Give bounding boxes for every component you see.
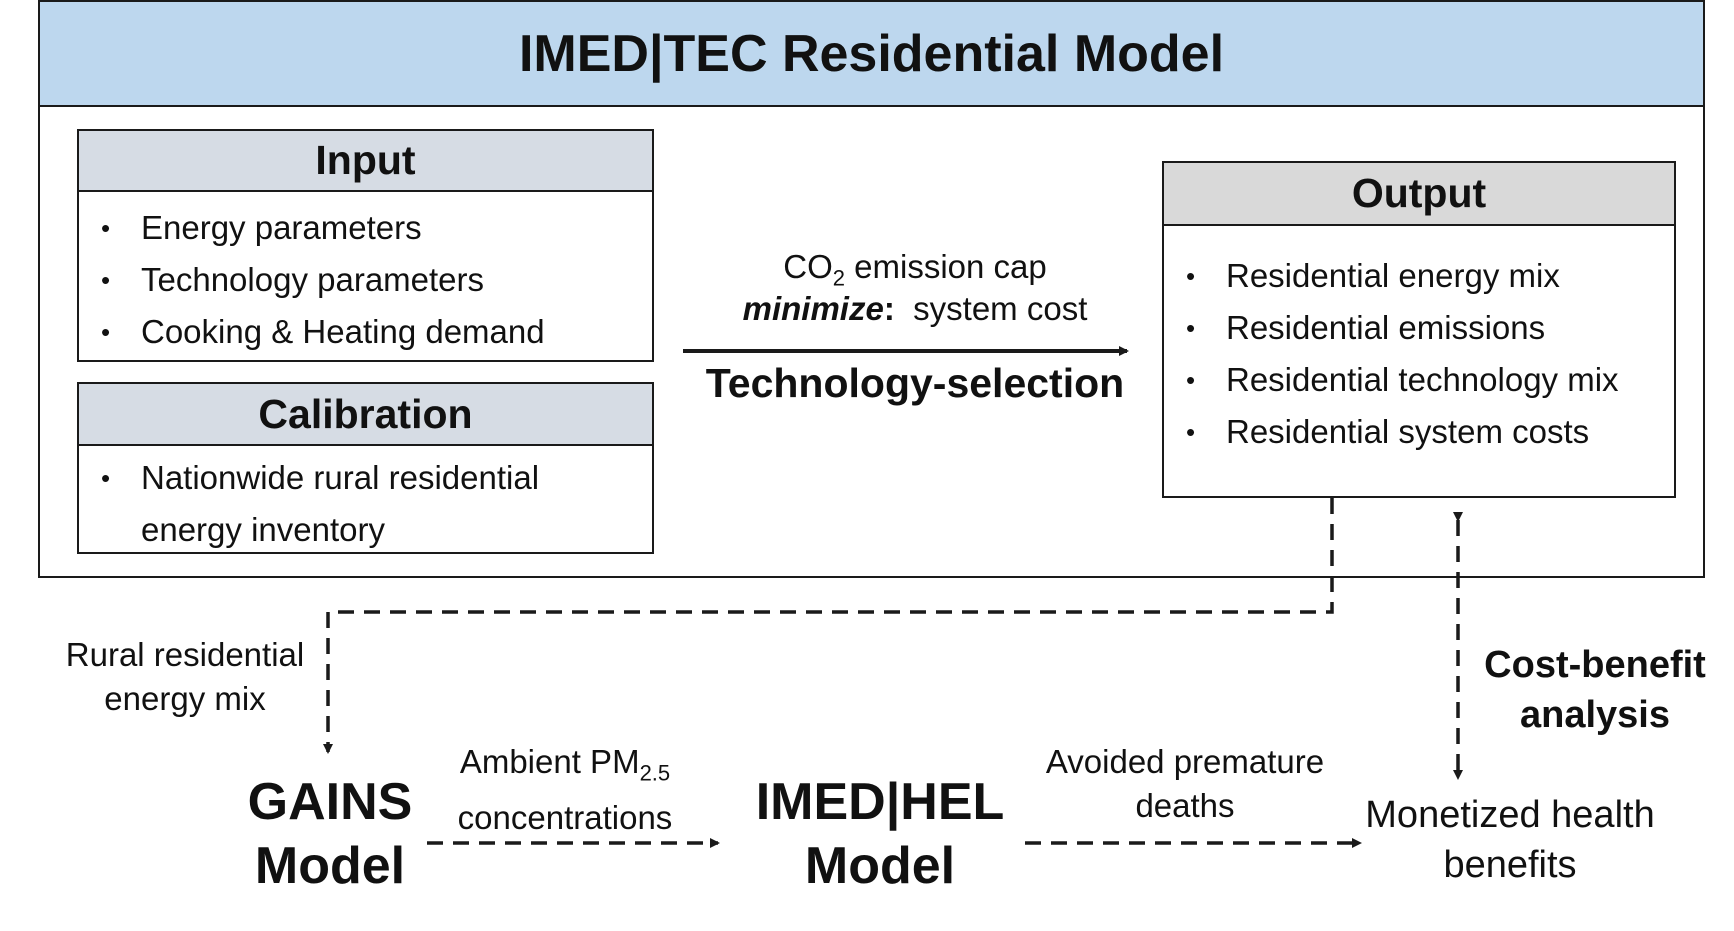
- list-item: • Residential emissions: [1164, 302, 1674, 354]
- co2-prefix: CO: [783, 248, 833, 285]
- avoided-deaths-label: Avoided premature deaths: [1045, 743, 1325, 824]
- input-list: • Energy parameters • Technology parameter…: [79, 192, 652, 358]
- list-item: • Energy parameters: [79, 202, 652, 254]
- output-item-energy-mix: Residential energy mix: [1226, 257, 1560, 294]
- pm-suffix: concentrations: [457, 798, 673, 836]
- bullet-icon: •: [1186, 313, 1196, 343]
- list-item: • Technology parameters: [79, 254, 652, 306]
- calibration-heading: Calibration: [79, 384, 652, 446]
- list-item: • Residential energy mix: [1164, 250, 1674, 302]
- list-item: • Cooking & Heating demand: [79, 306, 652, 358]
- output-item-system-costs: Residential system costs: [1226, 413, 1590, 450]
- list-item: • Residential system costs: [1164, 406, 1674, 458]
- list-item: • Residential technology mix: [1164, 354, 1674, 406]
- minimize-label: minimize: system cost: [700, 290, 1130, 328]
- bullet-icon: •: [101, 463, 111, 493]
- bullet-icon: •: [1186, 365, 1196, 395]
- cost-benefit-analysis-label: Cost-benefit analysis: [1484, 644, 1706, 736]
- input-item-energy: Energy parameters: [141, 209, 422, 246]
- bullet-icon: •: [1186, 261, 1196, 291]
- bullet-icon: •: [101, 265, 111, 295]
- pm25-concentrations-label: Ambient PM2.5 concentrations: [430, 740, 700, 840]
- bullet-icon: •: [101, 213, 111, 243]
- bullet-icon: •: [1186, 417, 1196, 447]
- pm-subscript: 2.5: [639, 760, 671, 786]
- imed-hel-model-label: IMED|HEL Model: [755, 773, 1005, 895]
- output-box: Output • Residential energy mix • Resident…: [1162, 161, 1676, 498]
- input-box: Input • Energy parameters • Technology par…: [77, 129, 654, 362]
- gains-model-label: GAINS Model: [247, 773, 413, 895]
- output-item-technology-mix: Residential technology mix: [1226, 361, 1619, 398]
- model-title: IMED|TEC Residential Model: [38, 0, 1705, 107]
- co2-cap-label: CO2 emission cap: [700, 248, 1130, 292]
- output-list: • Residential energy mix • Residential emi…: [1164, 226, 1674, 458]
- minimize-colon: :: [883, 290, 895, 327]
- output-item-emissions: Residential emissions: [1226, 309, 1546, 346]
- input-item-technology: Technology parameters: [141, 261, 485, 298]
- calibration-list: • Nationwide rural residential energy inv…: [79, 446, 652, 556]
- rural-energy-mix-label: Rural residential energy mix: [65, 636, 305, 717]
- calibration-box: Calibration • Nationwide rural residentia…: [77, 382, 654, 554]
- technology-selection-label: Technology-selection: [705, 360, 1125, 406]
- input-heading: Input: [79, 131, 652, 192]
- list-item: • Nationwide rural residential energy inv…: [79, 452, 611, 556]
- co2-suffix: emission cap: [844, 248, 1047, 285]
- output-heading: Output: [1164, 163, 1674, 226]
- pm-prefix: Ambient PM: [459, 743, 640, 780]
- output-to-gains-arrow: [323, 498, 1334, 754]
- minimize-keyword: minimize: [742, 290, 884, 327]
- input-item-demand: Cooking & Heating demand: [141, 313, 545, 350]
- monetized-benefits-label: Monetized health benefits: [1365, 794, 1655, 886]
- minimize-rest: system cost: [894, 290, 1088, 327]
- co2-subscript: 2: [832, 265, 845, 291]
- bullet-icon: •: [101, 317, 111, 347]
- calibration-item-inventory: Nationwide rural residential energy inve…: [141, 459, 540, 548]
